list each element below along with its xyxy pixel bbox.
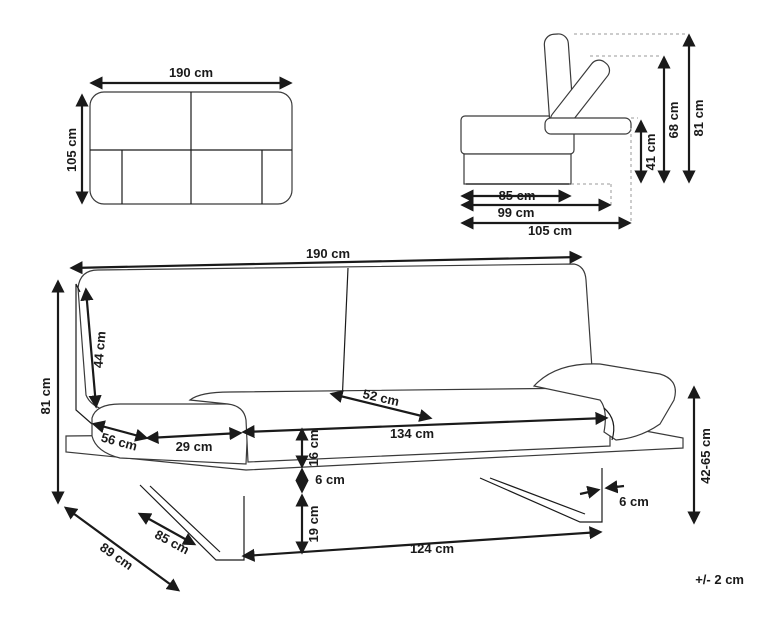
front-leg-width-label: 124 cm [410,541,454,556]
side-seat-depth-label: 85 cm [499,188,536,203]
side-mid-depth-label: 99 cm [498,205,535,220]
front-back-height-label: 44 cm [90,331,108,369]
top-view: 190 cm 105 cm [64,65,293,205]
side-armrest [544,117,632,135]
front-armrest-length-label: 29 cm [176,439,213,454]
front-seat-width-label: 134 cm [390,426,434,441]
front-leg-thickness-label: 6 cm [619,494,649,509]
top-depth-label: 105 cm [64,128,79,172]
front-view: 190 cm 81 cm 44 cm 56 cm 29 cm 52 cm 134… [38,246,713,592]
front-total-height-label: 81 cm [38,378,53,415]
side-full-depth-label: 105 cm [528,223,572,238]
side-total-height-label: 81 cm [691,100,706,137]
front-leg-clearance-label: 19 cm [306,506,321,543]
side-base [463,153,572,185]
side-seat-height-label: 41 cm [643,134,658,171]
front-frame-height-label: 6 cm [315,472,345,487]
side-arm-height-label: 68 cm [666,102,681,139]
front-arm-height-range-label: 42-65 cm [698,428,713,484]
right-leg [479,468,603,523]
front-cushion-height-label: 16 cm [306,430,321,467]
front-width-label: 190 cm [306,246,350,261]
tolerance-note: +/- 2 cm [695,572,744,587]
backrest [77,263,595,411]
top-width-label: 190 cm [169,65,213,80]
side-view: 85 cm 99 cm 105 cm 41 cm 68 cm 81 cm [460,33,706,238]
